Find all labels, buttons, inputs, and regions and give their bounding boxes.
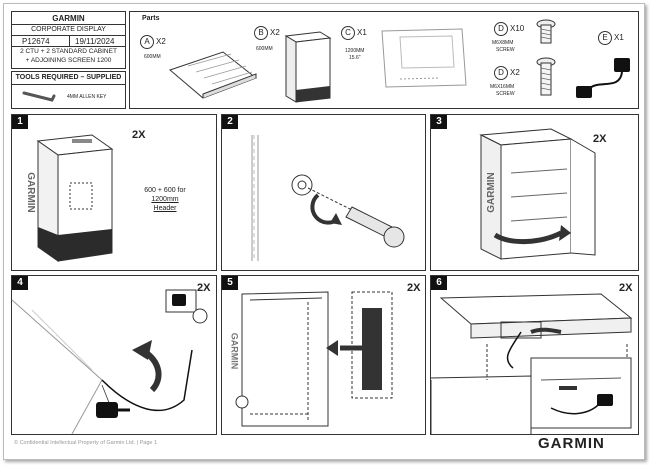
description-line1: 2 CTU + 2 STANDARD CABINET: [20, 48, 117, 55]
part-d-long-spec-line2: SCREW: [496, 91, 515, 97]
part-d-spec-line2: SCREW: [496, 47, 515, 53]
parts-heading: Parts: [142, 15, 160, 22]
part-d-long-spec-line1: M6X16MM: [490, 84, 515, 90]
step-2-unlock-illustration: [251, 135, 405, 261]
step-1-cabinet-brand: GARMIN: [24, 172, 36, 213]
long-screw-icon: [536, 57, 556, 96]
cabinet-illustration: [284, 31, 332, 103]
step-6-qty: 2X: [619, 282, 633, 294]
header-date: 19/11/2024: [75, 37, 115, 46]
power-cable-icon: [576, 58, 630, 98]
step-3-panel: 3 2X GARMIN: [430, 114, 639, 271]
tools-heading: TOOLS REQUIRED – SUPPLIED: [15, 74, 122, 81]
step-3-qty: 2X: [593, 133, 607, 145]
part-d-marker: D: [494, 22, 508, 36]
header-brand: GARMIN: [52, 14, 85, 23]
header-title: CORPORATE DISPLAY: [31, 26, 106, 33]
part-d-long-marker: D: [494, 66, 508, 80]
allen-key-icon: [22, 91, 56, 102]
step-5-routing-illustration: [235, 291, 393, 427]
step-6-panel: 6 2X A X1: [430, 275, 639, 435]
part-a-marker: A: [140, 35, 154, 49]
step-6-number: 6: [431, 276, 447, 290]
step-1-number: 1: [12, 115, 28, 129]
screen-illustration: [381, 28, 467, 88]
step-1-qty: 2X: [132, 129, 146, 141]
part-d-long-qty: X2: [510, 68, 520, 77]
short-screw-icon: [536, 19, 556, 44]
part-a-qty: X2: [156, 37, 166, 46]
part-c-qty: X1: [357, 28, 367, 37]
step-1-cabinet-illustration: [36, 134, 114, 262]
part-b-marker: B: [254, 26, 268, 40]
part-a-spec: 600MM: [144, 54, 161, 60]
step-4-cable-illustration: [11, 289, 208, 435]
step-3-cabinet-brand: GARMIN: [485, 172, 497, 213]
part-d-qty: X10: [510, 24, 525, 33]
part-d-spec-line1: M6X8MM: [492, 40, 514, 46]
part-b-qty: X2: [270, 28, 280, 37]
step-2-number: 2: [222, 115, 238, 129]
part-c-spec-line2: 15.6": [349, 55, 361, 61]
step-5-cabinet-brand: GARMIN: [229, 332, 240, 370]
part-b-spec: 600MM: [256, 46, 273, 52]
tools-item: 4MM ALLEN KEY: [67, 94, 107, 100]
description-line2: + ADJOINING SCREEN 1200: [25, 57, 112, 64]
step-4-number: 4: [12, 276, 28, 290]
title-block: GARMIN CORPORATE DISPLAY P12674 19/11/20…: [11, 11, 126, 69]
instruction-sheet: GARMIN CORPORATE DISPLAY P12674 19/11/20…: [3, 3, 645, 460]
step-5-number: 5: [222, 276, 238, 290]
step-6-connection-illustration: [430, 293, 633, 434]
step-4-qty: 2X: [197, 282, 211, 294]
step-1-note-line3: Header: [153, 205, 177, 212]
step-1-panel: 1 2X GARMIN 600 + 600 for 1200mm Header: [11, 114, 217, 271]
tools-block: TOOLS REQUIRED – SUPPLIED 4MM ALLEN KEY: [11, 71, 126, 109]
parts-block: Parts A X2 600MM B X2 600MM C X1 1200MM …: [129, 11, 639, 109]
part-e-marker: E: [598, 31, 612, 45]
step-3-open-cabinet-illustration: [479, 128, 596, 260]
step-1-note-line2: 1200mm: [151, 196, 179, 203]
header-panel-illustration: [169, 51, 258, 99]
footer-logo: GARMIN: [538, 435, 605, 452]
step-1-note-line1: 600 + 600 for: [144, 187, 186, 194]
part-e-qty: X1: [614, 33, 624, 42]
step-2-panel: 2: [221, 114, 426, 271]
step-3-number: 3: [431, 115, 447, 129]
part-c-spec-line1: 1200MM: [345, 48, 365, 54]
step-5-panel: 5 2X GARMIN: [221, 275, 426, 435]
step-4-panel: 4 2X: [11, 275, 217, 435]
step-5-qty: 2X: [407, 282, 421, 294]
footer-confidential: © Confidential Intellectual Property of …: [14, 440, 158, 446]
part-number: P12674: [22, 37, 50, 46]
part-c-marker: C: [341, 26, 355, 40]
